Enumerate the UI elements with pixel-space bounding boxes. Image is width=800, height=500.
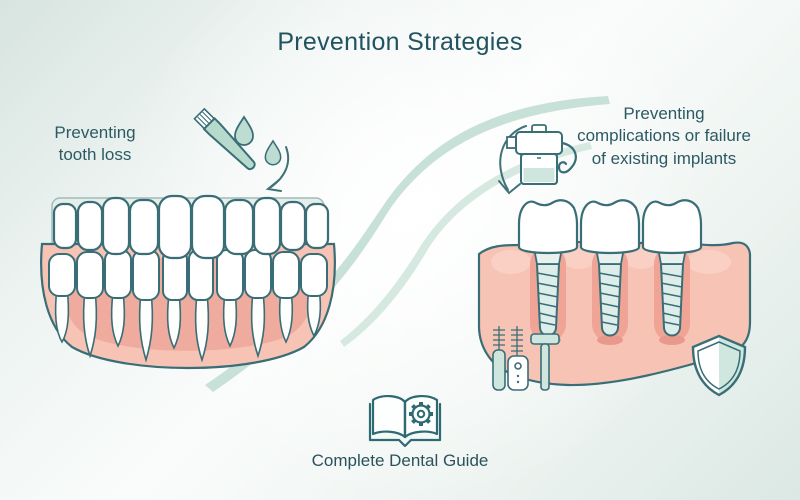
lower-teeth-crowns — [48, 249, 328, 301]
gum-bumps — [491, 247, 731, 274]
implants-illustration — [477, 199, 752, 397]
dental-implant — [517, 199, 579, 337]
right-label-line1: Preventing — [623, 104, 705, 123]
right-icon-group — [498, 124, 577, 195]
left-section-label: Preventing tooth loss — [15, 122, 175, 167]
dental-mirror-icon — [530, 333, 560, 391]
upper-teeth — [52, 194, 330, 260]
swoosh-ribbon-secondary — [340, 142, 592, 347]
oral-irrigator-icon — [506, 124, 577, 185]
open-book-gear-icon — [368, 395, 442, 448]
footer-label: Complete Dental Guide — [311, 451, 489, 470]
left-icon-group — [193, 107, 290, 192]
right-label-line3: of existing implants — [591, 148, 737, 168]
dental-implant — [641, 199, 703, 337]
gear-icon — [409, 402, 433, 426]
left-label-line2: tooth loss — [58, 145, 132, 165]
curved-arrow-down-icon — [265, 146, 290, 192]
right-label-line2: complications or failure — [577, 126, 751, 146]
right-section-label: Preventing complications or failure of e… — [545, 103, 783, 170]
electric-brush-handle-icon — [507, 326, 529, 391]
left-label-line1: Preventing — [54, 123, 136, 142]
water-drops-icon — [234, 115, 282, 166]
teeth-gums-illustration — [40, 194, 336, 370]
shield-icon — [691, 334, 747, 397]
interdental-brush-icon — [492, 326, 506, 391]
tooth-roots — [54, 287, 322, 363]
page-title: Prevention Strategies — [277, 28, 523, 56]
curved-arrow-down-icon — [498, 125, 527, 195]
dental-implant — [579, 199, 641, 337]
